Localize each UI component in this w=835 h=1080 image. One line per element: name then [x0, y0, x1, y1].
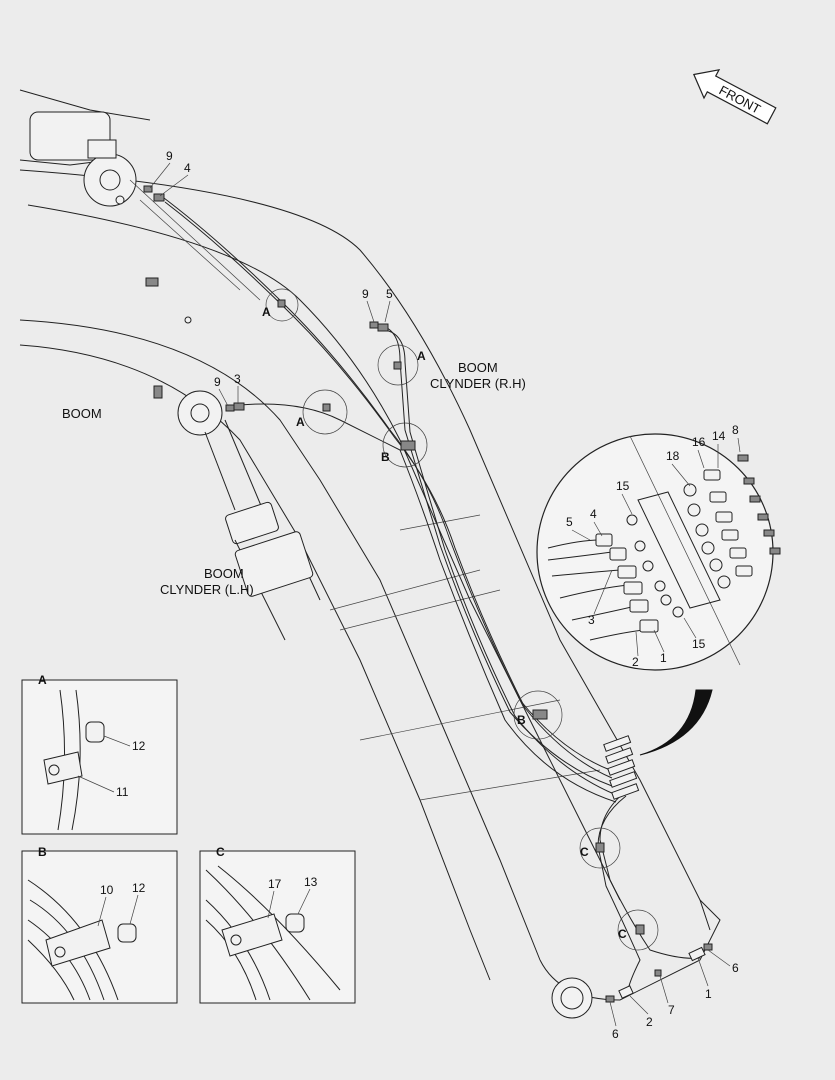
- zoom-fittings: [595, 454, 781, 633]
- zoom-detail: 8 14 16 18 15 5 4 3 2 1 15: [536, 423, 781, 671]
- callout-1a: 1: [705, 987, 712, 1001]
- callout-9a: 9: [166, 149, 173, 163]
- detail-c-callout-17: 17: [268, 877, 282, 891]
- zoom-callout-8: 8: [732, 423, 739, 437]
- callout-4a: 4: [184, 161, 191, 175]
- marker-circle-b1: [382, 422, 428, 468]
- marker-a2: A: [417, 349, 426, 363]
- boom-cylinder-lh-label-2: CLYNDER (L.H): [160, 582, 254, 597]
- hose-end-fittings: [603, 735, 640, 800]
- marker-circle-c1: [579, 827, 621, 869]
- zoom-callout-5: 5: [566, 515, 573, 529]
- detail-a-callout-11: 11: [116, 785, 129, 799]
- callout-6b: 6: [612, 1027, 619, 1041]
- front-arrow: FRONT: [693, 68, 777, 125]
- detail-c-callout-13: 13: [304, 875, 318, 889]
- zoom-callout-1: 1: [660, 651, 667, 665]
- detail-b-callout-10: 10: [100, 883, 114, 897]
- zoom-callout-4: 4: [590, 507, 597, 521]
- marker-circle-b2: [513, 690, 563, 740]
- marker-circle-a3: [302, 389, 348, 435]
- hose-bundle: [143, 185, 713, 1003]
- marker-c2: C: [618, 927, 627, 941]
- callout-9b: 9: [362, 287, 369, 301]
- zoom-callout-14: 14: [712, 429, 726, 443]
- detail-b-callout-12: 12: [132, 881, 146, 895]
- zoom-callout-15a: 15: [616, 479, 630, 493]
- callout-6a: 6: [732, 961, 739, 975]
- marker-c1: C: [580, 845, 589, 859]
- boom-cylinder-rh: [19, 89, 261, 399]
- zoom-callout-3: 3: [588, 613, 595, 627]
- detail-a-title: A: [38, 673, 47, 687]
- marker-a3: A: [296, 415, 305, 429]
- zoom-callout-2: 2: [632, 655, 639, 669]
- marker-b2: B: [517, 713, 526, 727]
- boom-label: BOOM: [62, 406, 102, 421]
- callout-2a: 2: [646, 1015, 653, 1029]
- section-markers: A A A B B C C: [262, 288, 659, 951]
- zoom-leader-arrow: [639, 689, 713, 756]
- marker-b1: B: [381, 450, 390, 464]
- detail-c-title: C: [216, 845, 225, 859]
- zoom-callout-16: 16: [692, 435, 706, 449]
- marker-circle-c2: [617, 909, 659, 951]
- marker-a1: A: [262, 305, 271, 319]
- boom-cylinder-lh: [177, 390, 321, 641]
- marker-circle-a1: [265, 288, 299, 322]
- boom-cylinder-rh-label-1: BOOM: [458, 360, 498, 375]
- callout-3a: 3: [234, 372, 241, 386]
- detail-a-box: A 12 11: [21, 673, 178, 835]
- callout-7: 7: [668, 1003, 675, 1017]
- boom-cylinder-lh-label-1: BOOM: [204, 566, 244, 581]
- main-callouts: 9 4 9 5 9 3 6 1 7 2 6: [149, 149, 739, 1041]
- zoom-callout-15b: 15: [692, 637, 706, 651]
- detail-b-box: B 10 12: [21, 845, 178, 1004]
- detail-a-callout-12: 12: [132, 739, 146, 753]
- detail-b-title: B: [38, 845, 47, 859]
- zoom-callout-18: 18: [666, 449, 680, 463]
- detail-c-box: C 17 13: [199, 845, 356, 1004]
- callout-9c: 9: [214, 375, 221, 389]
- boom-cylinder-rh-label-2: CLYNDER (R.H): [430, 376, 526, 391]
- callout-5a: 5: [386, 287, 393, 301]
- marker-circle-a2: [377, 344, 419, 386]
- boom-structure: [19, 169, 721, 1019]
